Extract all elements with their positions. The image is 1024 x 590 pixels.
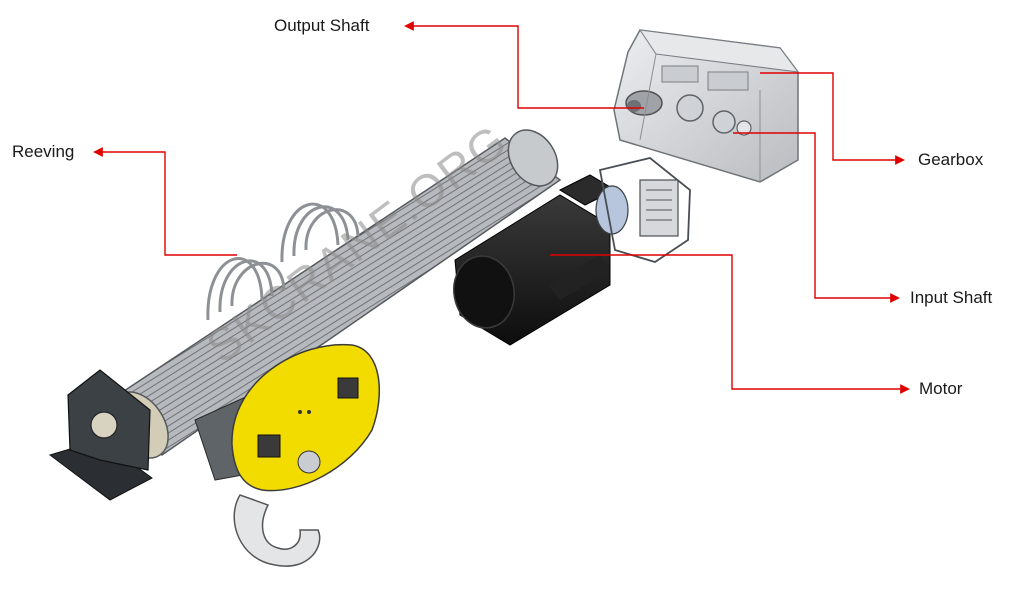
label-output-shaft: Output Shaft	[274, 16, 370, 35]
leader-lines	[93, 21, 910, 394]
gearbox-illustration	[613, 29, 800, 183]
label-gearbox: Gearbox	[918, 150, 984, 169]
leader-line-input-shaft	[733, 132, 900, 303]
label-reeving: Reeving	[12, 142, 75, 161]
reeving-rope-loops	[206, 202, 360, 321]
leader-line-output-shaft	[404, 21, 644, 109]
leader-line-motor	[550, 254, 910, 394]
brake-assembly-illustration	[595, 157, 691, 263]
drum-end-support	[48, 369, 153, 501]
label-motor: Motor	[919, 379, 963, 398]
hook-block-illustration	[194, 343, 381, 567]
leader-line-gearbox	[760, 72, 905, 165]
leader-line-reeving	[93, 147, 237, 256]
label-input-shaft: Input Shaft	[910, 288, 993, 307]
motor-illustration	[453, 174, 617, 346]
